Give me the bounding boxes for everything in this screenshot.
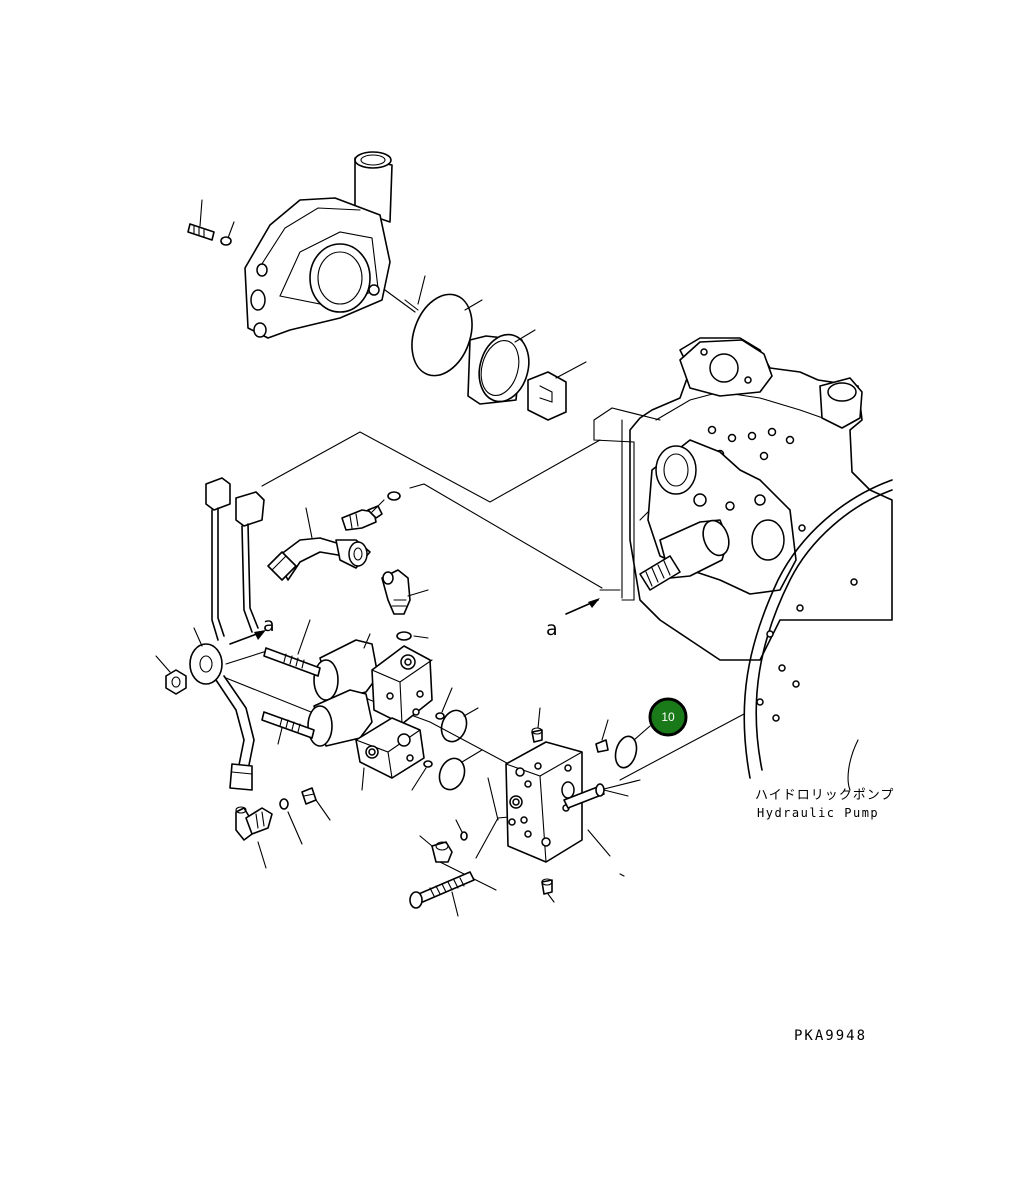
solenoid-valve-upper xyxy=(313,633,433,725)
solenoid-bolt-upper xyxy=(263,619,321,677)
steel-tube xyxy=(215,675,255,791)
coupling-key xyxy=(527,361,587,421)
collar-bushing xyxy=(467,329,536,405)
swivel-elbow xyxy=(381,569,429,615)
solenoid-bolt-lower xyxy=(261,711,315,745)
banjo-bolt-washer xyxy=(189,627,223,685)
elbow-fitting xyxy=(235,806,273,869)
mounting-bolt xyxy=(187,199,215,241)
valve-manifold-block xyxy=(505,741,625,877)
engine-block xyxy=(593,337,893,791)
plug-fitting xyxy=(279,787,331,845)
part-callout-10[interactable]: 10 xyxy=(648,697,688,737)
manifold-plug-top xyxy=(531,707,543,743)
pump-label-japanese: ハイドロリックポンプ xyxy=(755,788,894,803)
view-marker-right: a xyxy=(546,618,558,640)
pump-solenoid-valve xyxy=(639,519,730,591)
lock-washer xyxy=(220,221,235,246)
straight-adapter xyxy=(341,491,401,531)
o-ring-small-set xyxy=(396,631,483,791)
manifold-small-o-ring xyxy=(455,819,468,841)
o-ring-large xyxy=(384,275,483,377)
manifold-plug-bottom xyxy=(541,878,555,903)
wire-harness xyxy=(205,477,265,641)
view-arrow-right xyxy=(565,598,600,615)
manifold-o-ring xyxy=(614,725,651,769)
hydraulic-hose-fitting xyxy=(267,507,371,581)
pump-label-english: Hydraulic Pump xyxy=(757,806,879,820)
manifold-bolt-right xyxy=(563,783,629,809)
drawing-code: PKA9948 xyxy=(794,1028,867,1044)
manifold-plug-side xyxy=(595,719,609,753)
view-arrow-left xyxy=(229,630,266,645)
solenoid-valve-lower xyxy=(307,689,425,791)
hex-nut xyxy=(155,655,187,695)
pump-housing-flange xyxy=(244,151,393,339)
callout-number: 10 xyxy=(661,710,675,724)
manifold-cap xyxy=(419,835,453,863)
view-marker-left: a xyxy=(263,614,275,636)
manifold-bolt-long xyxy=(409,871,475,917)
